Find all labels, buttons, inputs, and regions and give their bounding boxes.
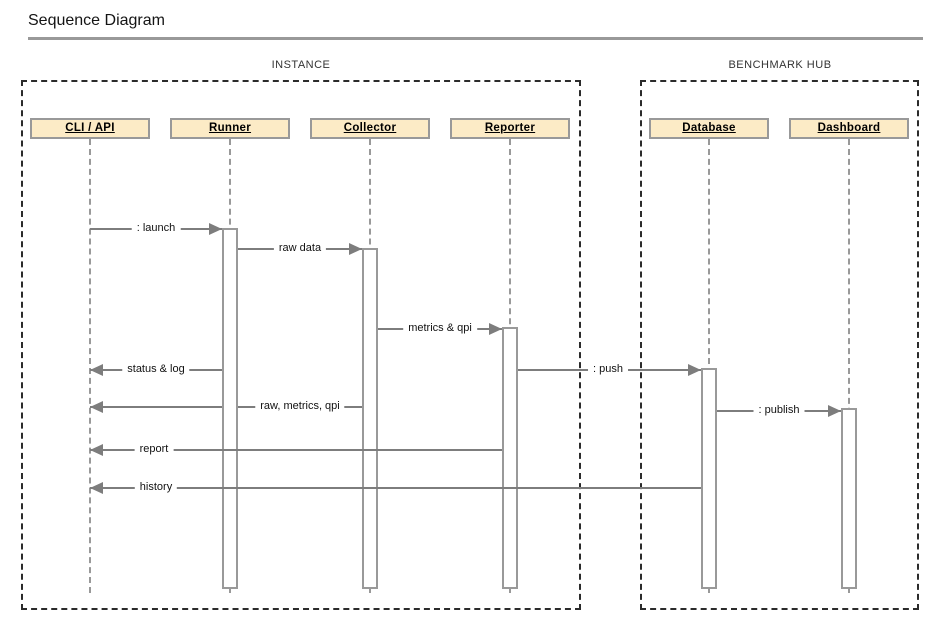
message-line-report [90,449,502,451]
activation-bar-reporter [502,327,518,589]
arrowhead-raw-metrics-qpi [90,401,103,413]
frame-benchmark-hub [640,80,919,610]
page-title: Sequence Diagram [28,12,165,29]
participant-collector: Collector [310,118,430,139]
arrowhead-raw-data [349,243,362,255]
participant-label-dashboard: Dashboard [817,122,881,134]
message-label-raw-metrics-qpi: raw, metrics, qpi [255,399,345,413]
message-line-history [90,487,701,489]
participant-runner: Runner [170,118,290,139]
lifeline-database [708,139,710,593]
arrowhead-report [90,444,103,456]
activation-bar-runner [222,228,238,589]
message-label-launch: : launch [131,221,181,235]
participant-cli-api: CLI / API [30,118,150,139]
activation-bar-dashboard [841,408,857,589]
participant-label-runner: Runner [208,122,252,134]
title-rule [28,37,923,40]
arrowhead-history [90,482,103,494]
arrowhead-push [688,364,701,376]
lifeline-dashboard [848,139,850,593]
message-label-publish: : publish [753,403,805,417]
frame-instance [21,80,581,610]
message-label-push: : push [588,362,628,376]
participant-label-cli-api: CLI / API [65,122,115,134]
arrowhead-publish [828,405,841,417]
message-label-status-log: status & log [122,362,190,376]
frame-benchmark-hub-label: BENCHMARK HUB [728,59,832,71]
message-label-metrics-qpi: metrics & qpi [403,321,477,335]
participant-label-database: Database [682,122,736,134]
activation-bar-collector [362,248,378,589]
participant-database: Database [649,118,769,139]
arrowhead-metrics-qpi [489,323,502,335]
arrowhead-launch [209,223,222,235]
message-label-history: history [134,480,178,494]
participant-reporter: Reporter [450,118,570,139]
message-label-raw-data: raw data [273,241,327,255]
participant-label-reporter: Reporter [484,122,536,134]
participant-label-collector: Collector [343,122,397,134]
arrowhead-status-log [90,364,103,376]
frame-instance-label: INSTANCE [271,59,331,71]
activation-bar-database [701,368,717,589]
message-label-report: report [134,442,174,456]
participant-dashboard: Dashboard [789,118,909,139]
